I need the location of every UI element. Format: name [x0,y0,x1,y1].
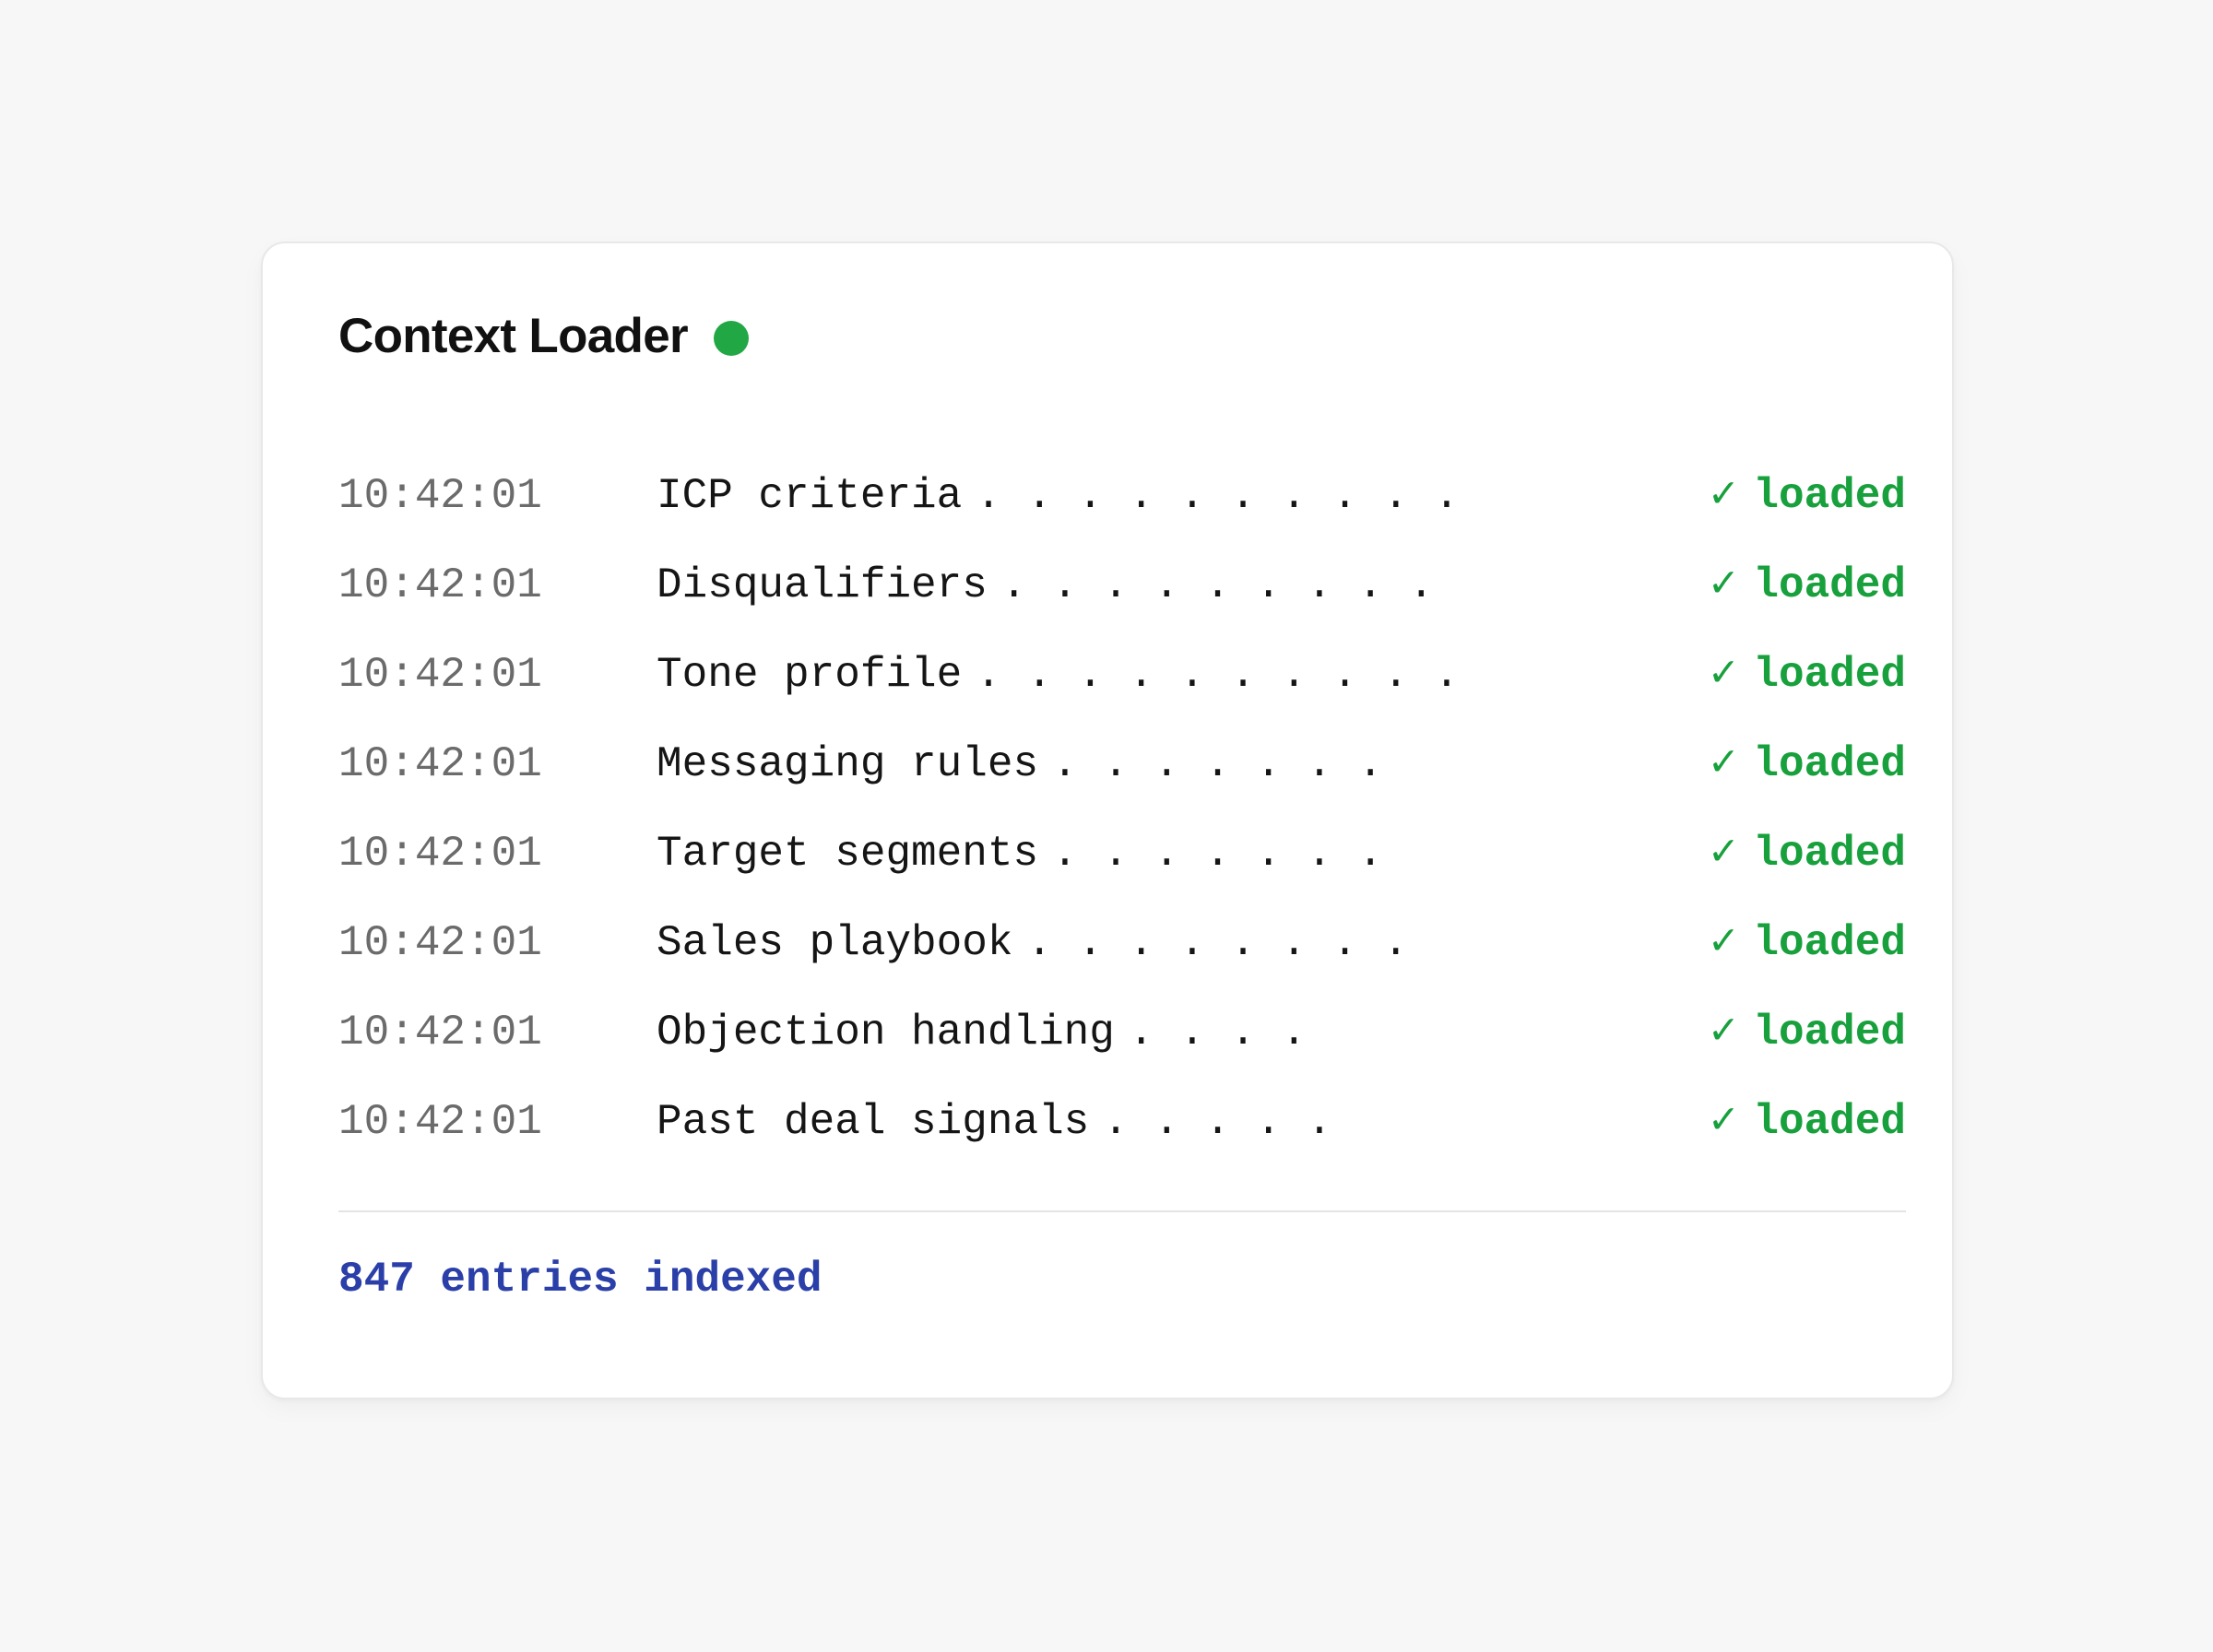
page-title: Context Loader [338,309,689,363]
log-status: ✓ loaded [1710,631,1906,720]
log-dot-leader: . . . . . . . . . . [976,472,1460,520]
log-label: ICP criteria [657,472,963,520]
check-icon: ✓ [1710,739,1737,789]
log-row: 10:42:01 Messaging rules . . . . . . . ✓… [338,720,1906,809]
check-icon: ✓ [1710,560,1737,610]
log-status-label: loaded [1753,830,1906,878]
log-status-label: loaded [1753,919,1906,967]
context-log-list: 10:42:01 ICP criteria . . . . . . . . . … [338,452,1906,1167]
entries-indexed-summary: 847 entries indexed [338,1256,822,1304]
log-status: ✓ loaded [1710,541,1906,631]
log-row: 10:42:01 Disqualifiers . . . . . . . . .… [338,541,1906,631]
log-label: Sales playbook [657,919,1013,967]
log-status-label: loaded [1753,472,1906,520]
check-icon: ✓ [1710,829,1737,879]
check-icon: ✓ [1710,1008,1737,1057]
footer-divider [338,1210,1906,1212]
log-timestamp: 10:42:01 [338,830,542,878]
check-icon: ✓ [1710,1097,1737,1147]
log-row: 10:42:01 ICP criteria . . . . . . . . . … [338,452,1906,541]
log-dot-leader: . . . . [1128,1009,1308,1056]
log-dot-leader: . . . . . [1103,1098,1332,1146]
log-label: Objection handling [657,1009,1115,1056]
log-status: ✓ loaded [1710,720,1906,809]
context-loader-card: Context Loader 10:42:01 ICP criteria . .… [261,242,1954,1399]
log-row: 10:42:01 Objection handling . . . . ✓ lo… [338,988,1906,1078]
log-label: Disqualifiers [657,561,988,609]
status-dot-icon [713,320,749,356]
log-status: ✓ loaded [1710,988,1906,1078]
log-dot-leader: . . . . . . . . . . [976,651,1460,699]
log-dot-leader: . . . . . . . [1052,830,1383,878]
log-status-label: loaded [1753,1098,1906,1146]
log-row: 10:42:01 Tone profile . . . . . . . . . … [338,631,1906,720]
log-timestamp: 10:42:01 [338,1009,542,1056]
log-timestamp: 10:42:01 [338,472,542,520]
log-label: Past deal signals [657,1098,1090,1146]
log-row: 10:42:01 Past deal signals . . . . . ✓ l… [338,1078,1906,1167]
log-dot-leader: . . . . . . . . . [1000,561,1435,609]
check-icon: ✓ [1710,918,1737,968]
log-timestamp: 10:42:01 [338,561,542,609]
log-timestamp: 10:42:01 [338,740,542,788]
log-timestamp: 10:42:01 [338,919,542,967]
check-icon: ✓ [1710,650,1737,700]
log-status: ✓ loaded [1710,1078,1906,1167]
log-timestamp: 10:42:01 [338,651,542,699]
log-label: Target segments [657,830,1039,878]
log-row: 10:42:01 Target segments . . . . . . . ✓… [338,809,1906,899]
log-dot-leader: . . . . . . . [1052,740,1383,788]
log-dot-leader: . . . . . . . . [1026,919,1409,967]
log-status: ✓ loaded [1710,809,1906,899]
log-status-label: loaded [1753,1009,1906,1056]
card-header: Context Loader [338,312,749,360]
log-status-label: loaded [1753,740,1906,788]
check-icon: ✓ [1710,471,1737,521]
log-status: ✓ loaded [1710,452,1906,541]
log-status-label: loaded [1753,651,1906,699]
log-status: ✓ loaded [1710,899,1906,988]
log-status-label: loaded [1753,561,1906,609]
log-timestamp: 10:42:01 [338,1098,542,1146]
log-label: Tone profile [657,651,963,699]
log-row: 10:42:01 Sales playbook . . . . . . . . … [338,899,1906,988]
log-label: Messaging rules [657,740,1039,788]
